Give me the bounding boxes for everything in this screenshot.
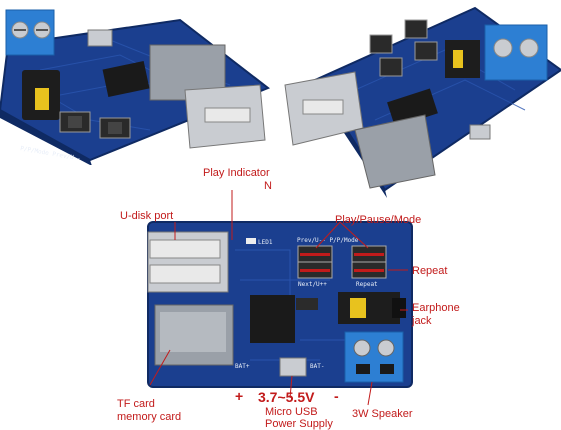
- board-photo-top-left: P/P/Mode Prev/U--: [0, 9, 270, 165]
- label-repeat: Repeat: [412, 265, 448, 277]
- buttons-top-left: [59, 111, 131, 139]
- label-play-indicator-n: N: [264, 180, 272, 192]
- label-play-pause-mode: Play/Pause/Mode: [335, 214, 422, 226]
- label-tf-card: TF card: [117, 398, 155, 410]
- silkscreen-bat-minus: BAT-: [310, 363, 324, 370]
- label-3w-speaker: 3W Speaker: [352, 408, 413, 420]
- label-play-indicator: Play Indicator: [203, 167, 270, 179]
- label-jack: jack: [412, 315, 432, 327]
- label-power-supply: Power Supply: [265, 418, 333, 430]
- label-minus: -: [334, 388, 339, 404]
- label-memory-card: memory card: [117, 411, 182, 423]
- buttons-main: [297, 245, 387, 279]
- speaker-terminal: [344, 331, 404, 383]
- label-micro-usb: Micro USB: [265, 406, 318, 418]
- micro-usb-port: [279, 357, 307, 377]
- usb-a-port: [147, 231, 229, 293]
- label-earphone: Earphone: [412, 302, 460, 314]
- label-plus: +: [235, 388, 244, 404]
- silkscreen-bat-plus: BAT+: [235, 363, 250, 370]
- usb-port-top-right: [284, 71, 364, 146]
- terminal-block-top-left: [5, 9, 55, 56]
- tf-card-slot: [154, 304, 234, 366]
- silkscreen-main-top: Prev/U-- P/P/Mode: [297, 237, 359, 244]
- silkscreen-led: LED1: [258, 239, 273, 246]
- label-u-disk-port: U-disk port: [120, 210, 174, 222]
- silkscreen-next: Next/U++: [298, 281, 327, 288]
- play-led: [246, 238, 256, 244]
- board-photo-top-right: [284, 6, 561, 198]
- terminal-block-top-right: [484, 24, 548, 81]
- usb-port-top-left: [184, 84, 266, 149]
- label-voltage: 3.7~5.5V: [258, 389, 315, 405]
- callout-lines: [149, 190, 408, 406]
- silkscreen-repeat: Repeat: [356, 281, 378, 288]
- earphone-jack: [338, 292, 406, 324]
